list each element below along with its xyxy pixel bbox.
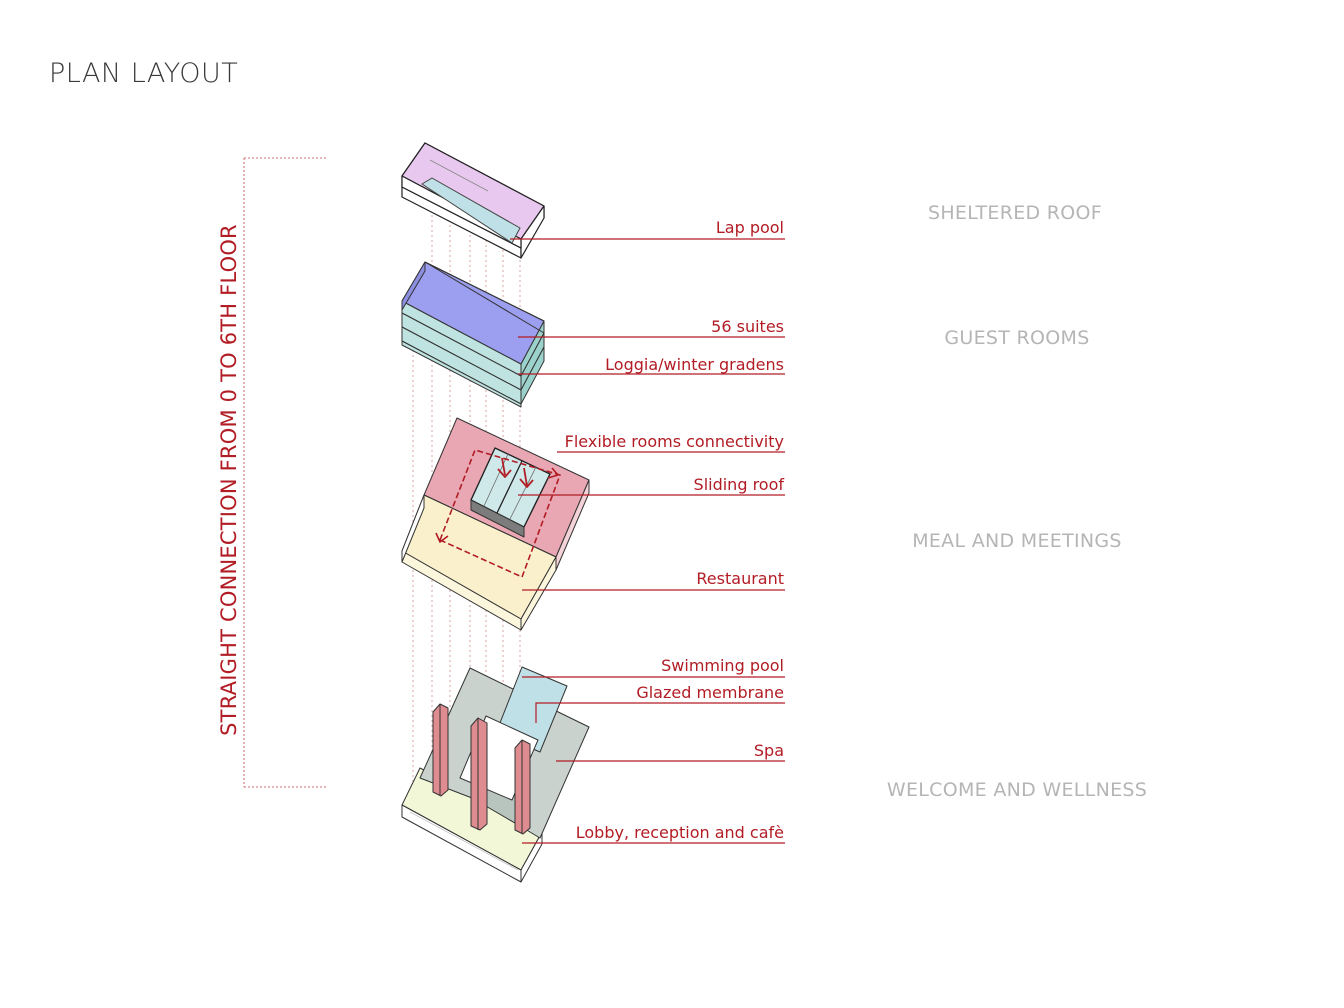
callout-swimming-pool: Swimming pool xyxy=(661,656,784,675)
callout-lobby: Lobby, reception and cafè xyxy=(575,823,784,842)
callout-glazed-membrane: Glazed membrane xyxy=(636,683,784,702)
callout-suites: 56 suites xyxy=(711,317,784,336)
callout-loggia: Loggia/winter gradens xyxy=(605,355,784,374)
callout-lap-pool: Lap pool xyxy=(715,218,784,237)
welcome-and-wellness-block xyxy=(401,666,590,883)
zone-guest-rooms: GUEST ROOMS xyxy=(944,327,1090,349)
callout-leaders xyxy=(510,238,785,844)
callout-sliding-roof: Sliding roof xyxy=(693,475,784,494)
page-title: PLAN LAYOUT xyxy=(49,58,239,89)
callout-restaurant: Restaurant xyxy=(696,569,784,588)
guest-rooms-block xyxy=(401,261,545,408)
connection-bracket xyxy=(243,157,326,788)
zone-sheltered-roof: SHELTERED ROOF xyxy=(927,202,1103,224)
zone-meal-and-meetings: MEAL AND MEETINGS xyxy=(912,530,1122,552)
vertical-connection-label: STRAIGHT CONNECTION FROM 0 TO 6TH FLOOR xyxy=(217,224,241,736)
meal-and-meetings-block xyxy=(401,417,590,631)
callout-spa: Spa xyxy=(753,741,784,760)
zone-welcome-and-wellness: WELCOME AND WELLNESS xyxy=(886,779,1148,801)
callout-flexible-rooms: Flexible rooms connectivity xyxy=(564,432,784,451)
roof-level-block xyxy=(401,142,545,259)
